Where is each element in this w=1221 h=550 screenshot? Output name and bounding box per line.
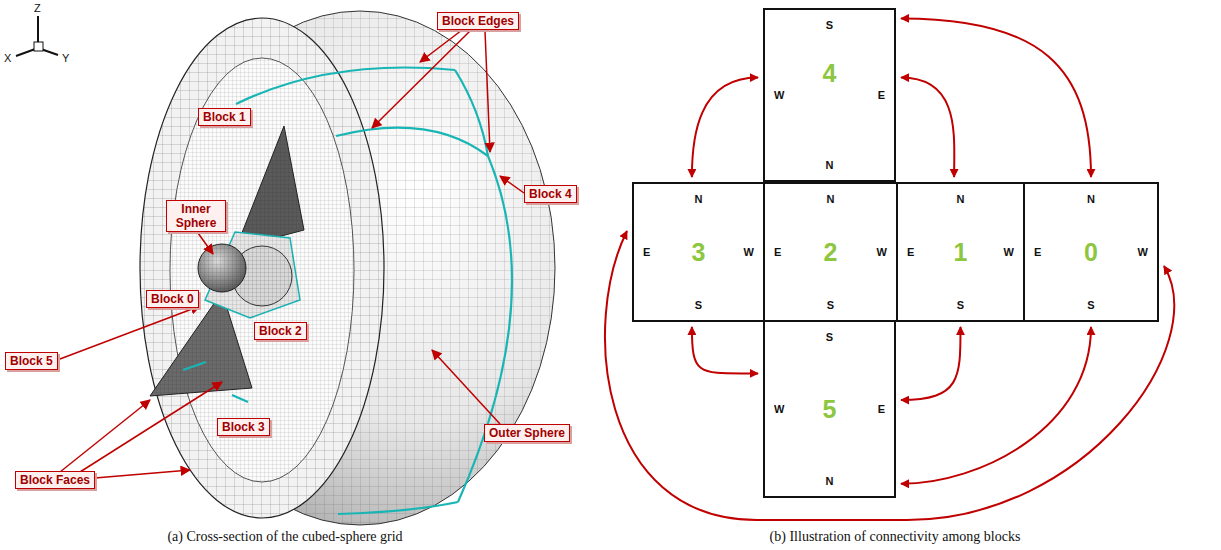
callout-box: Block 2 [254, 322, 307, 340]
block-number: 1 [954, 238, 968, 266]
connectivity-arrow [901, 327, 1091, 484]
callout-text: Block 4 [529, 187, 572, 201]
block-square: 2 N E W S [763, 182, 898, 322]
connectivity-arrow [901, 78, 954, 177]
block-square: 5 S W E N [763, 320, 896, 498]
side-letter: S [826, 19, 833, 31]
callout-text: Block 0 [151, 292, 194, 306]
block-square: 0 N E W S [1023, 182, 1159, 322]
callout-text: Block Faces [20, 473, 90, 487]
block-number: 3 [692, 238, 706, 266]
connectivity-arrow [692, 78, 758, 177]
callout-box: Block Faces [15, 471, 95, 489]
callout-text: Block 2 [259, 324, 302, 338]
callout-text: Inner Sphere [171, 202, 221, 230]
callout-box: Block 0 [146, 290, 199, 308]
side-letter: E [878, 403, 885, 415]
connectivity-arrow [901, 327, 961, 400]
side-letter: W [877, 246, 887, 258]
side-letter: S [695, 299, 702, 311]
side-letter: N [826, 159, 834, 171]
side-letter: E [907, 246, 914, 258]
block-number: 0 [1084, 238, 1098, 266]
side-letter: W [774, 403, 784, 415]
side-letter: W [744, 246, 754, 258]
block-number: 5 [823, 395, 837, 423]
side-letter: W [1004, 246, 1014, 258]
side-letter: E [878, 89, 885, 101]
axis-label: Z [34, 2, 41, 14]
callout-box: Inner Sphere [166, 200, 226, 232]
callout-box: Outer Sphere [484, 424, 570, 442]
caption: (b) Illustration of connectivity among b… [770, 529, 1021, 545]
callout-text: Block 1 [203, 110, 246, 124]
callout-box: Block 1 [198, 108, 251, 126]
side-letter: S [827, 299, 834, 311]
caption: (a) Cross-section of the cubed-sphere gr… [167, 529, 402, 545]
side-letter: N [827, 193, 835, 205]
callout-text: Outer Sphere [489, 426, 565, 440]
connectivity-arrow [901, 18, 1091, 177]
side-letter: N [957, 193, 965, 205]
side-letter: W [1138, 246, 1148, 258]
callout-text: Block 5 [10, 354, 53, 368]
axis-triad [16, 16, 58, 56]
side-letter: N [695, 193, 703, 205]
side-letter: S [957, 299, 964, 311]
callout-box: Block 5 [5, 352, 58, 370]
callout-box: Block 4 [524, 185, 577, 203]
side-letter: S [1087, 299, 1094, 311]
block-number: 4 [823, 59, 837, 87]
side-letter: E [1034, 246, 1041, 258]
connectivity-arrow [692, 327, 758, 373]
side-letter: N [1087, 193, 1095, 205]
callout-text: Block 3 [222, 420, 265, 434]
callout-box: Block Edges [437, 12, 519, 30]
axis-label: X [4, 52, 11, 64]
callout-box: Block 3 [217, 418, 270, 436]
side-letter: E [643, 246, 650, 258]
callout-text: Block Edges [442, 14, 514, 28]
block-square: 1 N E W S [896, 182, 1025, 322]
axis-label: Y [62, 52, 69, 64]
block-number: 2 [824, 238, 838, 266]
side-letter: W [774, 89, 784, 101]
block-square: 4 S W E N [763, 8, 896, 182]
side-letter: E [774, 246, 781, 258]
side-letter: S [826, 331, 833, 343]
block-square: 3 N E W S [632, 182, 765, 322]
side-letter: N [826, 475, 834, 487]
